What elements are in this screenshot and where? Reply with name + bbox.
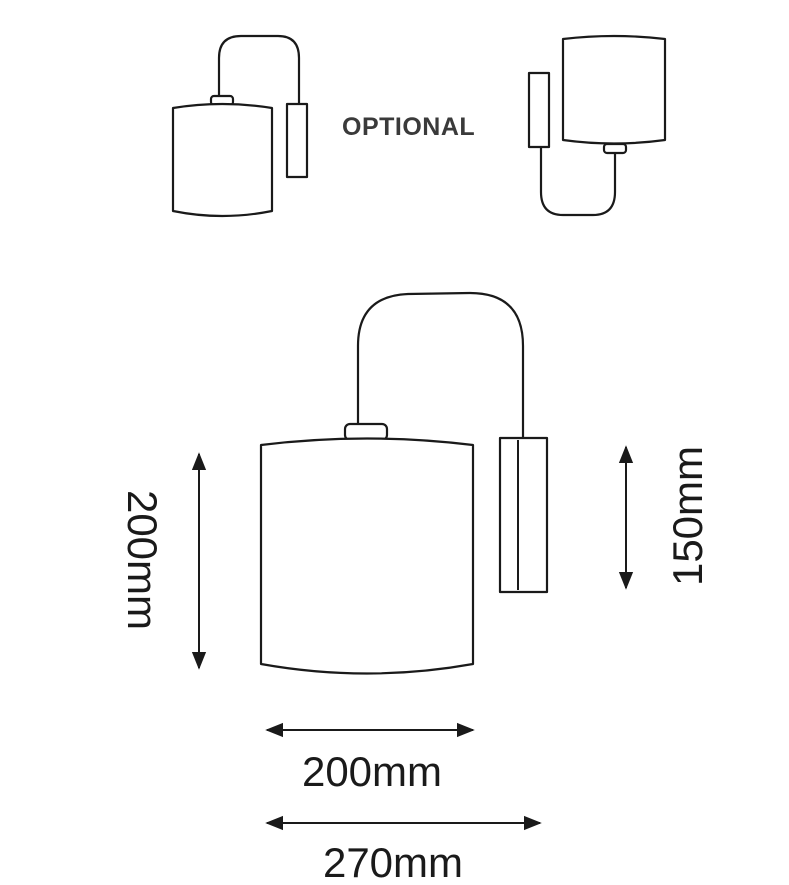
optional-label: OPTIONAL (342, 113, 475, 141)
main-lamp-arm (356, 291, 525, 442)
small-upright-shade (561, 34, 667, 145)
small-upright-cap (602, 142, 628, 155)
shade-width-label: 200mm (302, 748, 442, 795)
main-lamp (259, 291, 549, 675)
total-width-label: 270mm (323, 839, 463, 885)
small-lamp-upright-variant (527, 34, 667, 217)
small-hanging-wall-plate (285, 102, 309, 179)
small-upright-wall-plate (527, 71, 551, 149)
small-hanging-shade (171, 102, 274, 218)
shade-height-label: 200mm (119, 490, 166, 630)
main-lamp-shade (259, 437, 475, 675)
main-lamp-wall-plate (498, 436, 549, 594)
mount-height-label: 150mm (664, 446, 711, 586)
small-lamp-hanging-variant (171, 34, 309, 218)
